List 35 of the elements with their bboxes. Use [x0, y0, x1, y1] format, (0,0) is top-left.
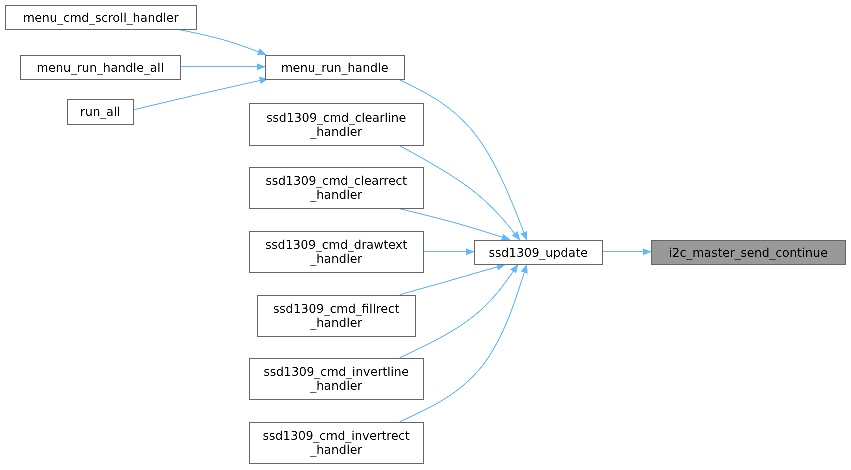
function-box: [249, 231, 424, 273]
function-box: [5, 5, 197, 30]
function-name: run_all: [80, 105, 121, 119]
function-name: menu_cmd_scroll_handler: [23, 10, 179, 24]
arrow: [400, 264, 518, 358]
function-box: [249, 103, 424, 146]
function-box: [474, 240, 603, 265]
arrow: [424, 248, 475, 256]
arrow: [400, 264, 528, 422]
arrow: [400, 146, 521, 241]
function-box: [20, 55, 181, 80]
function-box: [651, 240, 846, 265]
function-name: menu_run_handle: [281, 60, 389, 74]
arrow: [602, 248, 652, 256]
function-box: [265, 55, 405, 80]
function-box: [249, 422, 424, 464]
function-box: [249, 167, 424, 209]
arrow: [134, 77, 269, 110]
arrow: [400, 264, 506, 296]
function-box: [249, 358, 424, 400]
function-name: ssd1309_cmd_invertrect _handler: [262, 429, 411, 457]
function-name: ssd1309_cmd_drawtext _handler: [264, 238, 408, 266]
function-box: [257, 295, 416, 337]
function-name: ssd1309_cmd_fillrect _handler: [272, 302, 401, 330]
function-name: ssd1309_cmd_clearrect _handler: [264, 174, 408, 202]
function-box: [67, 99, 134, 125]
function-name: i2c_master_send_continue: [669, 246, 828, 260]
arrow: [180, 30, 267, 56]
function-name: ssd1309_cmd_invertline _handler: [262, 365, 410, 393]
function-name: ssd1309_update: [489, 246, 588, 260]
function-name: ssd1309_cmd_clearline _handler: [266, 110, 408, 138]
arrow: [400, 80, 528, 241]
function-name: menu_run_handle_all: [36, 60, 164, 74]
arrow: [400, 208, 511, 241]
arrow: [180, 63, 266, 71]
